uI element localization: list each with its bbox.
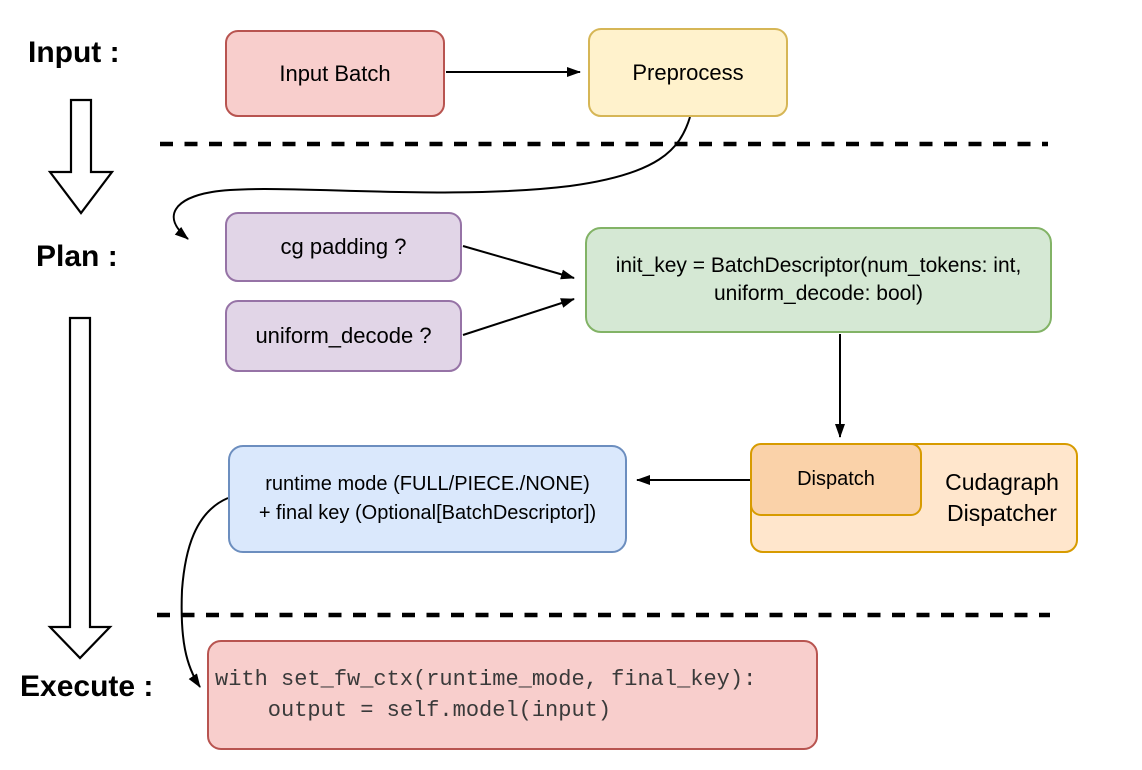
curve-runtime-to-executecode: [180, 497, 229, 688]
runtime-mode-node: runtime mode (FULL/PIECE./NONE) + final …: [228, 445, 627, 553]
stage-arrow-plan-to-execute: [47, 316, 113, 660]
curve-preprocess-to-cgpadding: [172, 116, 691, 240]
plan-stage-label: Plan :: [36, 240, 118, 273]
input-batch-node: Input Batch: [225, 30, 445, 117]
arrow-cgpadding-to-initkey: [462, 245, 575, 280]
dispatch-node: Dispatch: [750, 443, 922, 516]
init-key-node: init_key = BatchDescriptor(num_tokens: i…: [585, 227, 1052, 333]
arrow-uniformdecode-to-initkey: [462, 298, 575, 336]
preprocess-node: Preprocess: [588, 28, 788, 117]
stage-arrow-input-to-plan: [47, 98, 115, 215]
input-stage-label: Input :: [28, 36, 120, 69]
execute-stage-label: Execute :: [20, 670, 154, 703]
execute-code-node: with set_fw_ctx(runtime_mode, final_key)…: [207, 640, 818, 750]
cg-padding-node: cg padding ?: [225, 212, 462, 282]
uniform-decode-node: uniform_decode ?: [225, 300, 462, 372]
cudagraph-dispatcher-label: Cudagraph Dispatcher: [945, 468, 1059, 526]
